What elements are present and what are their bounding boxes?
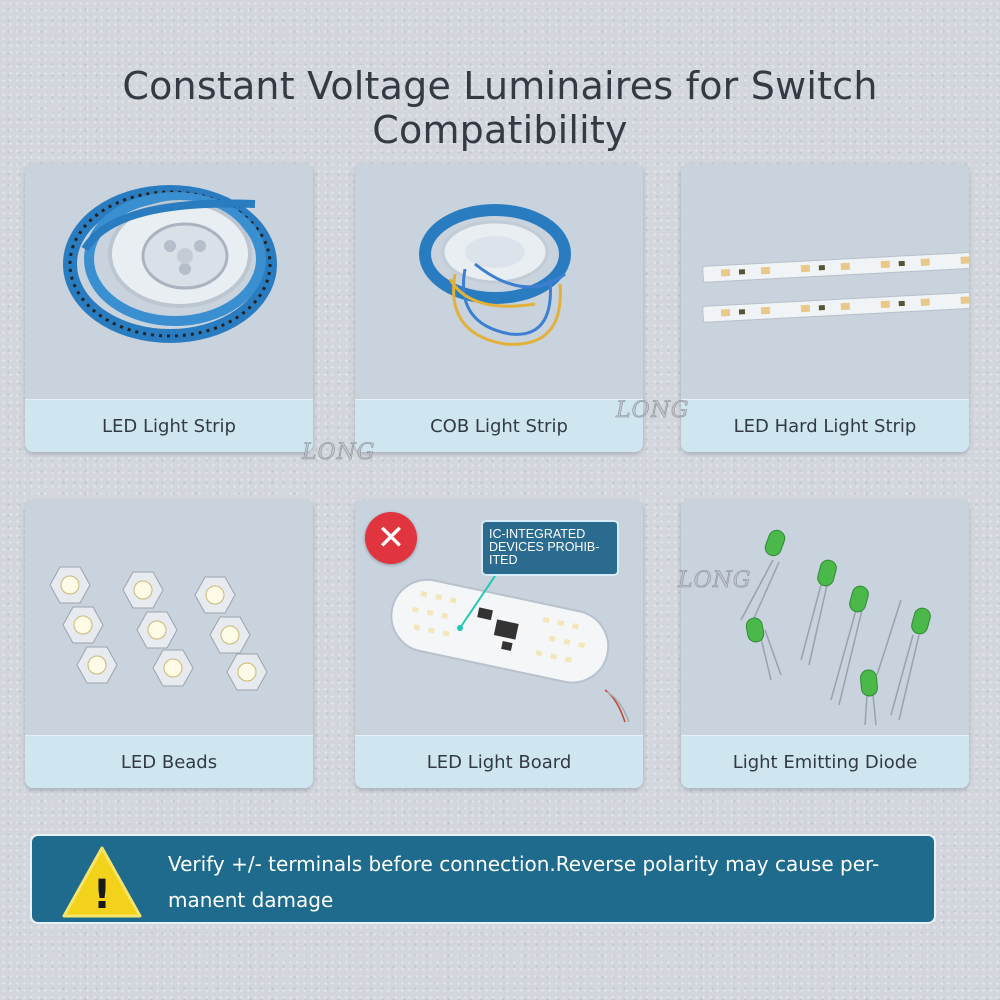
watermark: LONG — [678, 568, 752, 594]
card-led-light-board[interactable]: ✕ IC-INTEGRATED DEVICES PROHIB- ITED LED… — [355, 500, 643, 788]
watermark: LONG — [302, 440, 376, 466]
card-label: COB Light Strip — [355, 399, 643, 452]
led-diode-image — [740, 529, 931, 726]
ic-prohibited-note: IC-INTEGRATED DEVICES PROHIB- ITED — [481, 520, 619, 576]
warning-symbol: ! — [93, 872, 111, 918]
card-label: LED Light Strip — [25, 399, 313, 452]
warning-text: Verify +/- terminals before connection.R… — [168, 852, 880, 912]
card-cob-light-strip[interactable]: COB Light Strip — [355, 164, 643, 452]
warning-icon: ! — [62, 846, 142, 918]
card-led-hard-light-strip[interactable]: LED Hard Light Strip — [681, 164, 969, 452]
card-led-light-strip[interactable]: LED Light Strip — [25, 164, 313, 452]
watermark: LONG — [616, 398, 690, 424]
card-led-beads[interactable]: LED Beads — [25, 500, 313, 788]
card-label: LED Hard Light Strip — [681, 399, 969, 452]
polarity-warning-banner: ! Verify +/- terminals before connection… — [30, 834, 936, 924]
led-beads-image — [49, 566, 268, 691]
card-label: Light Emitting Diode — [681, 735, 969, 788]
card-label: LED Beads — [25, 735, 313, 788]
prohibited-icon: ✕ — [365, 512, 417, 564]
led-strip-reel-image — [63, 185, 277, 343]
page-title: Constant Voltage Luminaires for Switch C… — [122, 64, 878, 152]
hard-light-bar-image — [702, 250, 969, 323]
card-label: LED Light Board — [355, 735, 643, 788]
led-board-image — [390, 575, 630, 723]
cob-strip-reel-image — [419, 204, 571, 346]
card-light-emitting-diode[interactable]: Light Emitting Diode — [681, 500, 969, 788]
